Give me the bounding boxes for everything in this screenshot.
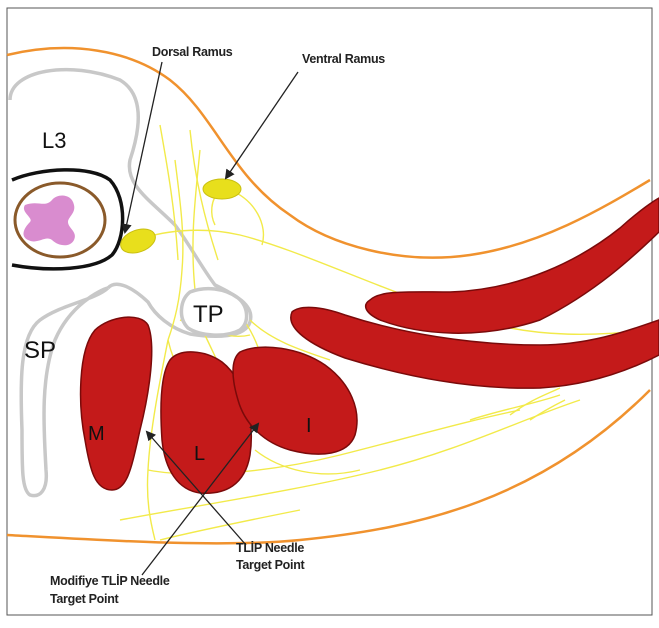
ventral-ramus-node (203, 179, 241, 199)
label-ventral-ramus: Ventral Ramus (302, 52, 385, 66)
label-i: I (306, 415, 312, 437)
label-mod-tlip-line1: Modifiye TLİP Needle (50, 573, 170, 588)
label-tp: TP (193, 301, 224, 328)
label-dorsal-ramus: Dorsal Ramus (152, 45, 233, 59)
label-l: L (194, 443, 205, 465)
muscle-m (81, 317, 152, 490)
muscle-long-upper (366, 198, 659, 333)
ventral-ramus-arrow (226, 72, 298, 178)
label-sp: SP (24, 337, 56, 364)
label-m: M (88, 423, 105, 445)
label-tlip-line2: Target Point (236, 558, 306, 572)
label-tlip-line1: TLİP Needle (236, 540, 304, 555)
label-l3: L3 (42, 128, 66, 153)
label-mod-tlip-line2: Target Point (50, 592, 120, 606)
